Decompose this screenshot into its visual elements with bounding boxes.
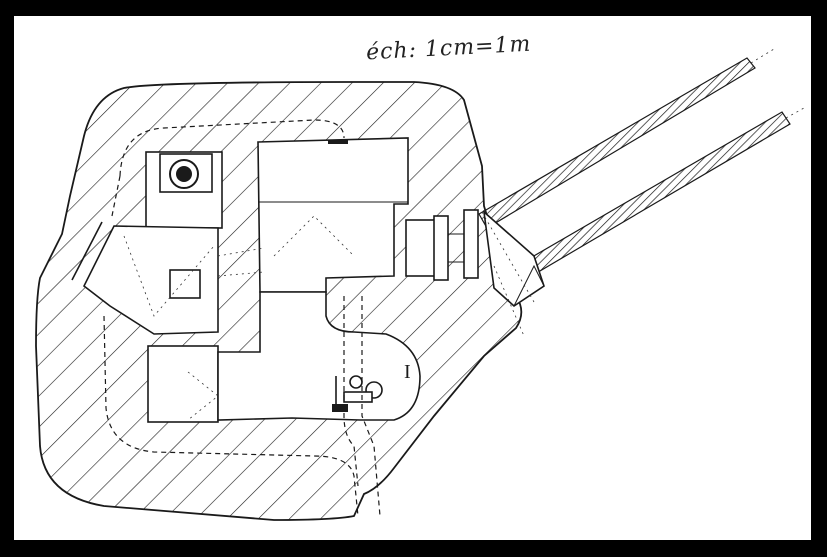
gun-barrel-upper: [478, 57, 756, 229]
gun-barrels: [478, 48, 805, 279]
hoist-equipment: [332, 375, 383, 412]
gun-chamber: [257, 137, 409, 293]
bunker-floor-plan: I: [35, 48, 805, 521]
room-marker: I: [404, 361, 411, 383]
gun-mantlet: [405, 209, 545, 308]
drawing-sheet: I éch: 1cm=1m: [14, 16, 811, 540]
perimeter-gallery-dashed: [103, 119, 359, 517]
central-hall: [71, 221, 265, 335]
ventilation-room: [145, 151, 223, 229]
gun-barrel-lower: [519, 111, 791, 279]
